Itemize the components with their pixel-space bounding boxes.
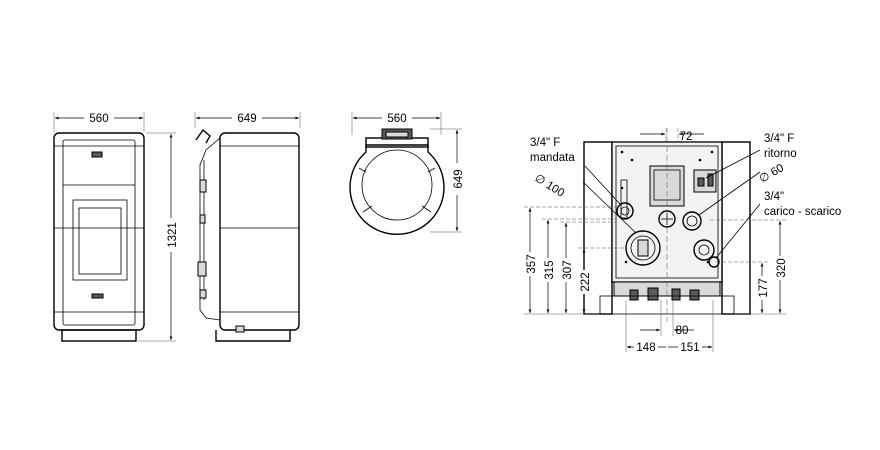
rear-inlet-60 [682,211,702,231]
rear-flue-100 [625,230,661,266]
rear-height-315: 315 [544,260,556,279]
side-view: 649 [194,110,301,342]
top-width-label: 560 [387,113,406,125]
rear-diameter-60-label: ∅ 60 [758,162,787,185]
rear-pump [693,239,715,261]
rear-mandata-fitting [616,202,634,220]
front-base [61,329,137,342]
rear-height-307: 307 [562,260,574,279]
top-depth-label: 649 [453,169,465,188]
front-body-outline [53,132,145,331]
rear-height-177: 177 [758,278,770,297]
top-view: 560 649 [349,110,465,236]
front-glass-door [72,199,128,281]
side-body-outline [219,132,300,331]
front-width-label: 560 [89,113,108,125]
rear-height-357: 357 [526,254,538,273]
rear-bottom-left-label: 148 [636,342,655,354]
front-view: 560 1321 [53,110,179,342]
rear-carico-label-line2: carico - scarico [764,206,841,218]
top-body-outline [349,144,445,236]
rear-mandata-label-line2: mandata [530,152,575,164]
rear-bottom-spacing-label: 80 [676,325,689,337]
rear-mandata-label-line1: 3/4" F [530,137,560,149]
rear-height-222: 222 [580,272,592,291]
front-logo [91,293,104,299]
rear-bottom-right-label: 151 [680,342,699,354]
side-depth-label: 649 [237,113,256,125]
rear-ritorno-label-line1: 3/4" F [764,133,794,145]
rear-view: 72 [523,128,841,354]
front-height-label: 1321 [167,222,179,248]
rear-top-spacing-label: 72 [680,131,693,143]
front-display-panel [91,151,103,158]
rear-diameter-100-label: ∅ 100 [532,172,566,199]
rear-height-320: 320 [776,258,788,277]
rear-ritorno-label-line2: ritorno [764,148,797,160]
side-flue-outlet [195,128,211,144]
rear-carico-label-line1: 3/4" [764,191,784,203]
